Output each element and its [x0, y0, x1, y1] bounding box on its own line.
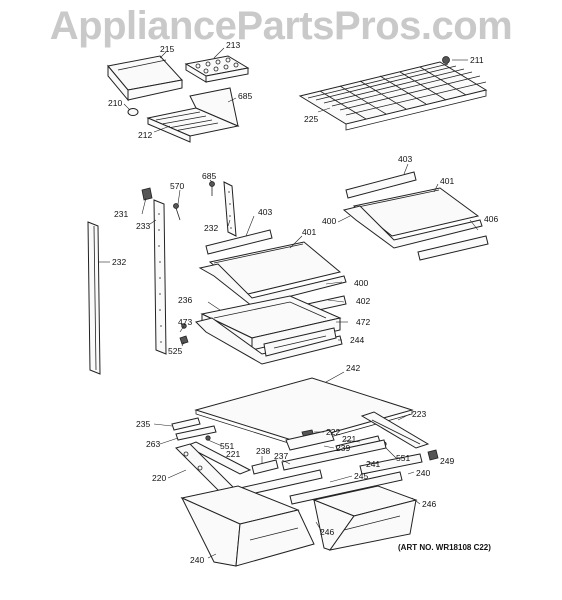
callout-220: 220 — [152, 473, 166, 483]
callout-406: 406 — [484, 214, 498, 224]
callout-685: 685 — [238, 91, 252, 101]
callout-249: 249 — [440, 456, 454, 466]
part-238-cover-slide[interactable] — [251, 459, 279, 475]
callout-232: 232 — [204, 223, 218, 233]
callout-212: 212 — [138, 130, 152, 140]
callout-473: 473 — [178, 317, 192, 327]
callout-222: 222 — [326, 427, 340, 437]
part-525-clip[interactable] — [179, 335, 189, 345]
part-235-cover-support[interactable] — [171, 417, 201, 431]
callout-210: 210 — [108, 98, 122, 108]
callout-400: 400 — [322, 216, 336, 226]
part-232-upper-rail[interactable] — [223, 181, 237, 237]
part-240-left-crisper-pan[interactable] — [180, 485, 315, 567]
part-400-shelf-frame[interactable] — [198, 263, 347, 307]
part-406-right-shelf-trim[interactable] — [417, 235, 489, 261]
callout-235: 235 — [136, 419, 150, 429]
callout-551: 551 — [396, 453, 410, 463]
callout-246: 246 — [320, 527, 334, 537]
part-570-screw[interactable] — [173, 203, 181, 221]
callout-223: 223 — [412, 409, 426, 419]
callout-211: 211 — [470, 55, 484, 65]
part-249-stop[interactable] — [427, 449, 439, 461]
callout-570: 570 — [170, 181, 184, 191]
part-239-slide[interactable] — [285, 429, 335, 451]
part-212-shelf-bracket[interactable] — [146, 87, 240, 143]
callout-401: 401 — [440, 176, 454, 186]
callout-246: 246 — [422, 499, 436, 509]
part-231-rail-cap[interactable] — [141, 187, 153, 201]
part-213-egg-tray[interactable] — [184, 55, 250, 83]
part-685-screw[interactable] — [209, 181, 215, 197]
part-211-bumper[interactable] — [442, 56, 450, 64]
part-221-left-rail[interactable] — [184, 441, 252, 475]
callout-231: 231 — [114, 209, 128, 219]
part-210-clip[interactable] — [127, 108, 139, 116]
part-403-shelf-front-trim[interactable] — [205, 229, 273, 255]
callout-236: 236 — [178, 295, 192, 305]
part-245-drawer-slide[interactable] — [239, 469, 403, 505]
callout-233: 233 — [136, 221, 150, 231]
callout-242: 242 — [346, 363, 360, 373]
part-225-wire-shelf[interactable] — [298, 61, 488, 131]
callout-403: 403 — [398, 154, 412, 164]
part-215-bin[interactable] — [107, 55, 183, 102]
callout-237: 237 — [274, 451, 288, 461]
callout-232: 232 — [112, 257, 126, 267]
callout-238: 238 — [256, 446, 270, 456]
callout-241: 241 — [366, 459, 380, 469]
part-246-right-crisper-pan[interactable] — [312, 485, 418, 551]
callout-244: 244 — [350, 335, 364, 345]
part-241-right-rail[interactable] — [359, 453, 423, 475]
callout-221: 221 — [342, 434, 356, 444]
callout-472: 472 — [356, 317, 370, 327]
callout-403: 403 — [258, 207, 272, 217]
watermark-logo: AppliancePartsPros.com — [49, 4, 513, 48]
callout-551: 551 — [220, 441, 234, 451]
callout-525: 525 — [168, 346, 182, 356]
callout-401: 401 — [302, 227, 316, 237]
callout-239: 239 — [336, 443, 350, 453]
callout-245: 245 — [354, 471, 368, 481]
callout-240: 240 — [190, 555, 204, 565]
part-232-left-rail[interactable] — [87, 221, 101, 375]
part-400-right-shelf-frame[interactable] — [342, 205, 483, 249]
callout-215: 215 — [160, 44, 174, 54]
callout-225: 225 — [304, 114, 318, 124]
callout-400: 400 — [354, 278, 368, 288]
part-403-right-shelf-trim[interactable] — [345, 171, 417, 199]
callout-213: 213 — [226, 40, 240, 50]
callout-labels: 215 213 211 685 210 212 225 403 401 685 … — [108, 40, 498, 565]
part-244-drawer-front[interactable] — [263, 327, 337, 357]
callout-240: 240 — [416, 468, 430, 478]
part-233-vertical-rail[interactable] — [153, 199, 167, 355]
part-223-right-cover-support[interactable] — [360, 411, 430, 449]
callout-685: 685 — [202, 171, 216, 181]
callout-402: 402 — [356, 296, 370, 306]
art-number: (ART NO. WR18108 C22) — [398, 543, 491, 552]
callout-263: 263 — [146, 439, 160, 449]
callout-221: 221 — [226, 449, 240, 459]
leader-lines — [98, 47, 479, 559]
part-551-screw-left[interactable] — [205, 435, 211, 441]
